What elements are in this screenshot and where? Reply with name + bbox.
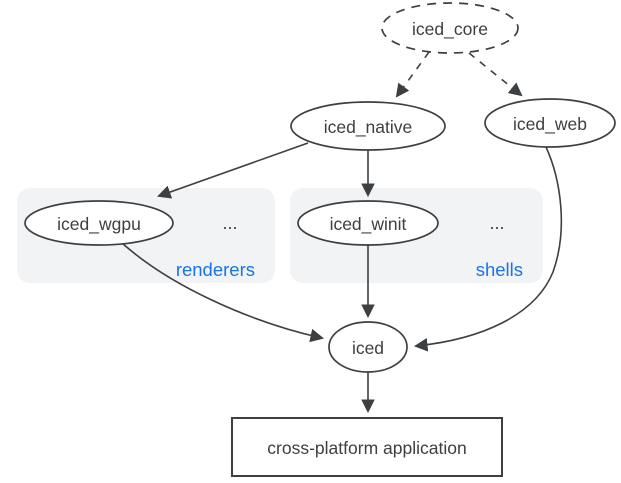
node-application-label: cross-platform application [267, 438, 466, 458]
node-iced [328, 321, 408, 373]
edge-core-to-native [395, 51, 430, 98]
node-iced-core [381, 2, 519, 54]
node-iced-wgpu [24, 200, 174, 246]
node-iced-core-label: iced_core [412, 19, 488, 40]
renderers-group-label: renderers [176, 259, 255, 280]
node-application [231, 417, 503, 477]
node-iced-web-label: iced_web [513, 114, 587, 135]
renderers-ellipsis: ... [222, 213, 237, 233]
edge-core-to-web [468, 52, 523, 97]
node-iced-native-label: iced_native [324, 117, 413, 138]
shells-group-label: shells [476, 259, 523, 280]
node-iced-web [484, 98, 616, 148]
edge-native-to-wgpu [157, 142, 309, 199]
node-iced-native [290, 101, 446, 151]
shells-ellipsis: ... [489, 213, 504, 233]
node-iced-winit [297, 200, 439, 246]
edge-wgpu-to-iced [121, 242, 324, 343]
node-iced-label: iced [352, 338, 384, 358]
edge-web-to-iced [413, 146, 563, 352]
node-iced-winit-label: iced_winit [330, 214, 407, 235]
node-iced-wgpu-label: iced_wgpu [57, 214, 141, 235]
